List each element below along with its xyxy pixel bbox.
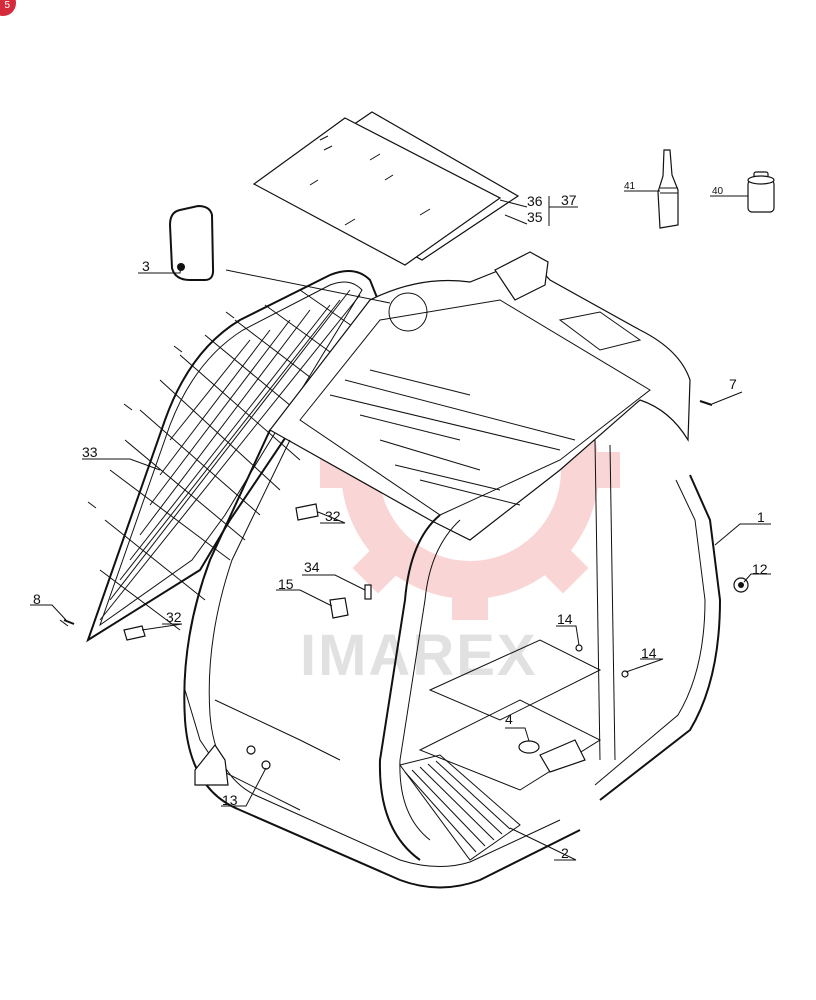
label-35: 35 <box>527 209 543 225</box>
screw-7 <box>699 400 713 406</box>
label-33: 33 <box>82 444 98 460</box>
cab-frame <box>183 251 722 889</box>
label-3: 3 <box>142 258 150 274</box>
label-8: 8 <box>33 591 41 607</box>
screw-14b <box>621 670 629 678</box>
pad-32b <box>123 625 146 641</box>
pad-32a <box>295 503 319 521</box>
label-7: 7 <box>729 376 737 392</box>
label-12: 12 <box>752 561 768 577</box>
bolt-34 <box>364 584 372 600</box>
pin-8 <box>63 619 75 625</box>
label-40: 40 <box>712 186 724 197</box>
badge-text: 5 <box>4 0 10 11</box>
window-seal <box>168 204 215 281</box>
leader-lines <box>30 190 771 861</box>
adhesive-bottle-41 <box>657 149 679 229</box>
primer-can-40 <box>747 171 775 213</box>
floor-grate <box>399 754 521 861</box>
part-labels: 3 36 35 37 41 40 7 1 12 33 8 32 32 34 15… <box>33 181 768 861</box>
side-mesh-window <box>86 270 380 643</box>
label-4: 4 <box>505 711 513 727</box>
label-32a: 32 <box>325 508 341 524</box>
label-15: 15 <box>278 576 294 592</box>
label-13: 13 <box>222 792 238 808</box>
label-41: 41 <box>624 181 636 192</box>
label-32b: 32 <box>166 609 182 625</box>
label-37: 37 <box>561 192 577 208</box>
label-2: 2 <box>561 845 569 861</box>
label-36: 36 <box>527 193 543 209</box>
bolt-13 <box>261 760 271 770</box>
page-badge: 5 <box>0 0 16 16</box>
label-14b: 14 <box>641 645 657 661</box>
label-14a: 14 <box>557 611 573 627</box>
watermark-text: IMAREX <box>300 623 538 688</box>
label-1: 1 <box>757 509 765 525</box>
mount-foot <box>194 743 229 786</box>
bracket-15 <box>329 597 349 619</box>
label-34: 34 <box>304 559 320 575</box>
detail-circle <box>388 292 428 332</box>
screw-14a <box>575 644 583 652</box>
mesh-pins <box>59 311 235 627</box>
roof-glass-panel <box>252 111 520 266</box>
